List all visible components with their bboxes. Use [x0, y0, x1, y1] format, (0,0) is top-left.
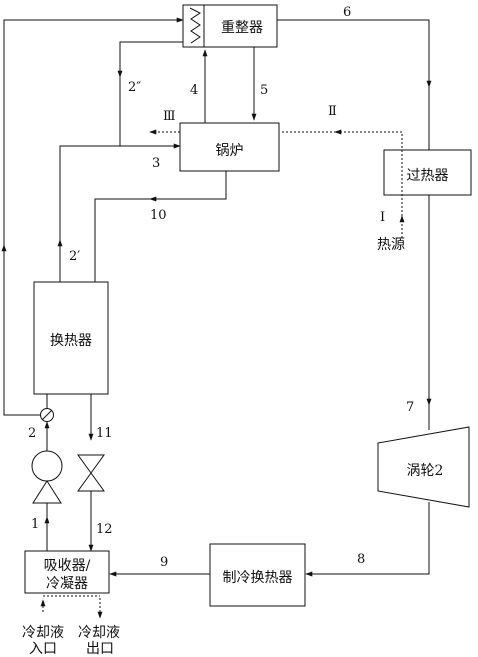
reformer-coil	[189, 7, 201, 44]
pump-base	[32, 480, 62, 504]
refrigeration-hx-label: 制冷换热器	[222, 570, 293, 586]
superheater-box	[383, 149, 472, 196]
heat-path-2-line	[334, 129, 403, 216]
coolant-in-label-2: 入口	[29, 641, 57, 657]
turbine-label: 涡轮2	[406, 463, 444, 479]
stream-3-label: 3	[152, 156, 161, 171]
pump-circle	[31, 450, 63, 482]
stream-2p-label: 2′	[69, 249, 81, 264]
coolant-in-label-1: 冷却液	[22, 625, 64, 641]
stream-11-label: 11	[96, 426, 113, 441]
refrigeration-hx-box	[209, 543, 306, 607]
stream-2pp-line	[117, 41, 183, 78]
superheater-label: 过热器	[406, 168, 449, 184]
coolant-out-label-2: 出口	[86, 641, 114, 657]
stream-6-line	[277, 19, 432, 88]
stream-6-label: 6	[343, 5, 352, 20]
stream-10-line	[94, 171, 227, 282]
boiler-label: 锅炉	[215, 143, 244, 159]
stream-8-line	[305, 502, 430, 577]
heat-source-label: 热源	[377, 237, 405, 253]
stream-5-label: 5	[260, 83, 269, 98]
stream-2-label: 2	[28, 426, 37, 441]
coolant-out-label-1: 冷却液	[78, 625, 120, 641]
absorber-condenser-box	[24, 550, 110, 594]
stream-2pp-label: 2″	[128, 80, 142, 95]
heat-exchanger-box	[33, 281, 109, 395]
turbine-shape	[377, 426, 470, 508]
reformer-label: 重整器	[221, 20, 263, 36]
expansion-valve	[77, 454, 105, 492]
stream-8-label: 8	[357, 552, 366, 567]
heat-path-3-label: Ⅲ	[163, 109, 176, 124]
stream-10-label: 10	[150, 208, 167, 223]
bypass-to-reformer-line	[1, 244, 41, 416]
absorber-label-line2: 冷凝器	[46, 576, 88, 592]
reformer-box	[182, 4, 278, 48]
heat-path-1-label: Ⅰ	[380, 210, 386, 225]
stream-4-label: 4	[190, 83, 199, 98]
stream-1-label: 1	[31, 517, 40, 532]
absorber-label-line1: 吸收器/	[43, 558, 91, 574]
stream-12-label: 12	[96, 522, 113, 537]
heat-path-2-label: Ⅱ	[328, 104, 337, 119]
stream-9-label: 9	[160, 555, 169, 570]
heat-exchanger-label: 换热器	[50, 333, 92, 349]
stream-7-label: 7	[406, 400, 415, 415]
